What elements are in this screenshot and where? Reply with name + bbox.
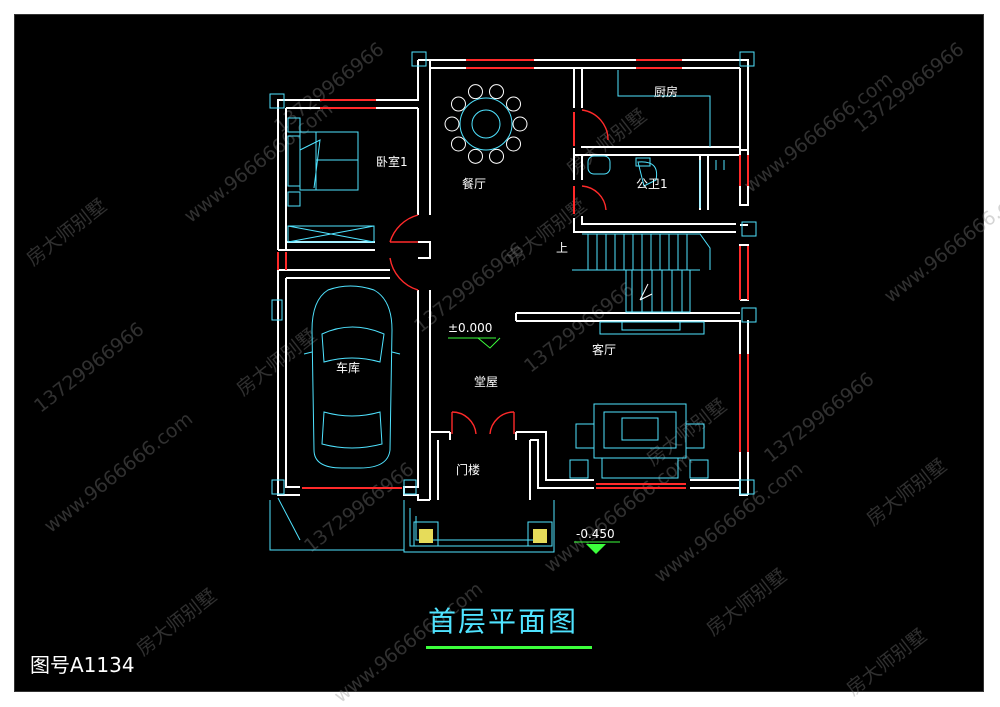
dining-chair bbox=[512, 116, 528, 132]
fixtures bbox=[269, 51, 757, 553]
stair-arrow bbox=[639, 283, 653, 301]
level-marker-icon bbox=[477, 337, 501, 349]
room-label-dining: 餐厅 bbox=[462, 177, 487, 191]
dining-chair bbox=[450, 136, 466, 152]
room-label-garage: 车库 bbox=[336, 361, 361, 375]
dining-chair bbox=[444, 116, 460, 132]
room-label-bathroom: 公卫1 bbox=[636, 177, 668, 191]
windows bbox=[277, 59, 749, 489]
column-marker bbox=[419, 529, 433, 543]
drawing-number: 图号A1134 bbox=[30, 653, 135, 677]
floor-level-label: ±0.000 bbox=[448, 321, 493, 335]
stair-up-label: 上 bbox=[556, 241, 569, 255]
dining-chair bbox=[467, 84, 483, 100]
level-marker-icon bbox=[586, 544, 606, 554]
drawing-title: 首层平面图 bbox=[428, 605, 579, 638]
room-label-hall: 堂屋 bbox=[474, 375, 499, 389]
doors bbox=[389, 109, 609, 435]
dining-chair bbox=[506, 96, 522, 112]
dining-chair bbox=[506, 136, 522, 152]
stair-treads bbox=[587, 234, 688, 312]
outdoor-level-label: -0.450 bbox=[576, 527, 615, 541]
dining-chair bbox=[467, 148, 483, 164]
drawing-frame bbox=[14, 14, 984, 692]
dining-chair bbox=[489, 148, 505, 164]
room-label-bedroom: 卧室1 bbox=[376, 155, 408, 169]
title-underline bbox=[426, 646, 592, 649]
dining-chairs bbox=[444, 84, 528, 164]
dining-chair bbox=[450, 96, 466, 112]
room-label-porch: 门楼 bbox=[456, 463, 481, 477]
room-label-kitchen: 厨房 bbox=[654, 85, 679, 99]
column-marker bbox=[533, 529, 547, 543]
room-label-living: 客厅 bbox=[592, 343, 617, 357]
dining-chair bbox=[489, 84, 505, 100]
